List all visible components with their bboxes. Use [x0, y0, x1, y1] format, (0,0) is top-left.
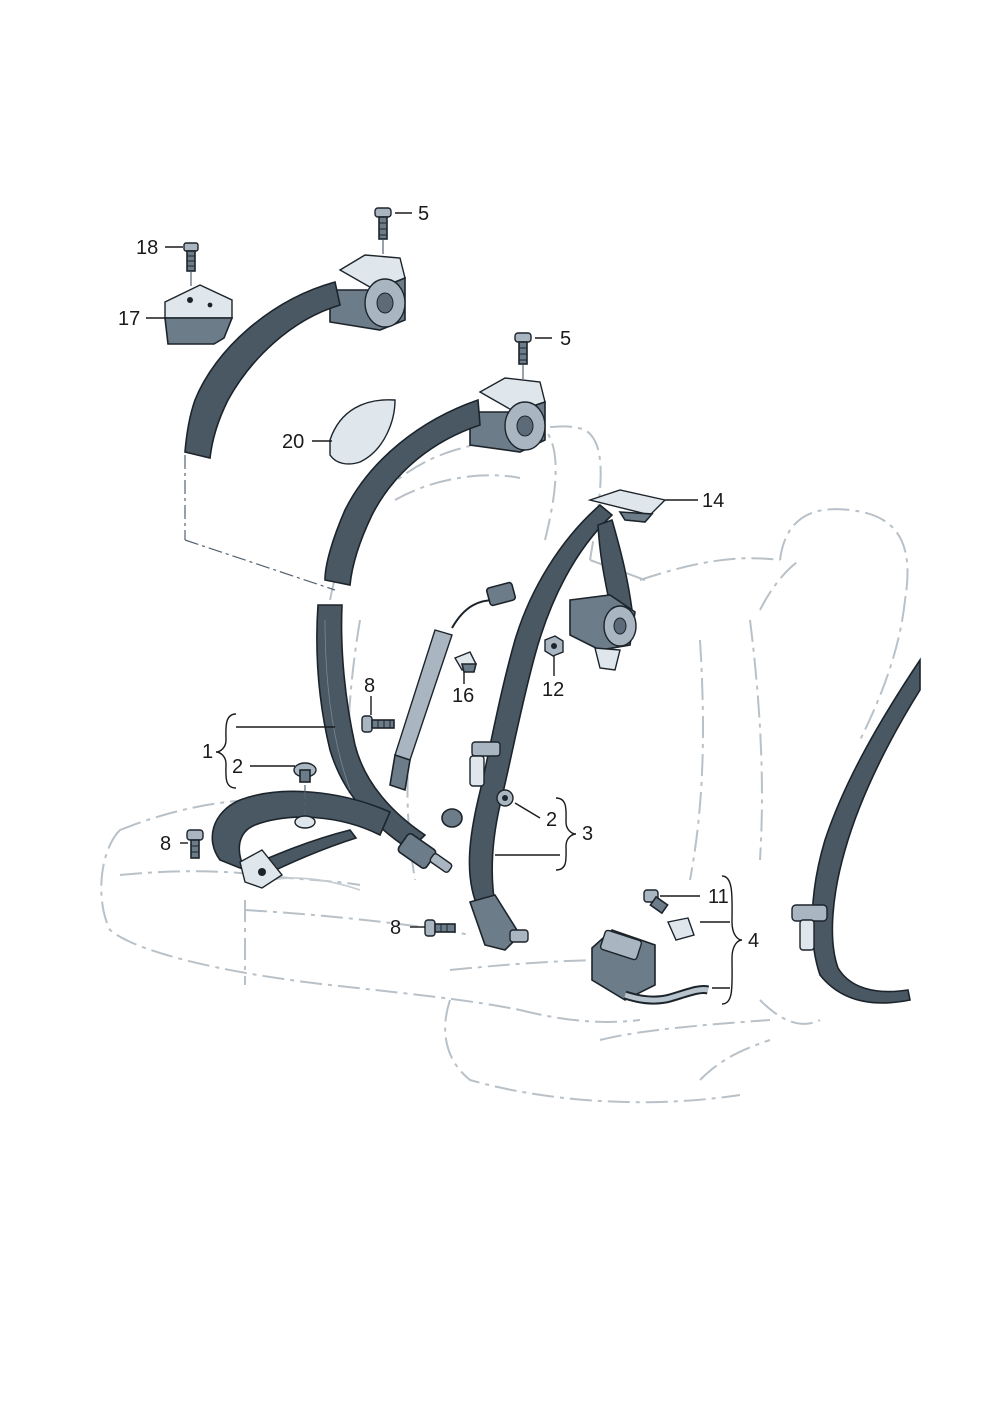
leader-lines: [146, 212, 743, 1005]
callout-16: 16: [452, 685, 474, 707]
retractor-upper-left: [329, 254, 406, 331]
belt-webbing-middle-upper: [324, 398, 481, 586]
callout-4: 4: [748, 930, 759, 952]
callout-11: 11: [708, 886, 729, 908]
bolt-18: [183, 242, 199, 300]
callout-18: 18: [136, 237, 158, 259]
bolt-8-lower: [424, 919, 456, 937]
bolt-5-upper: [374, 207, 392, 258]
bracket-17: [164, 284, 234, 345]
nut-12: [544, 635, 564, 657]
buckle-anchor-centre: [468, 894, 529, 951]
callout-20: 20: [282, 431, 304, 453]
bolt-11: [643, 889, 669, 915]
callout-5-middle: 5: [560, 328, 571, 350]
callout-8-left: 8: [160, 833, 171, 855]
belt-webbing-upper-left: [184, 281, 341, 459]
callout-1: 1: [202, 741, 213, 763]
anchor-plate-1: [239, 849, 284, 889]
trim-cover-20: [329, 399, 396, 465]
grommet-2-right: [441, 789, 514, 828]
clip-16: [453, 651, 478, 673]
bolt-5-middle: [514, 332, 532, 380]
bolt-8-upper: [361, 715, 395, 733]
callout-2-right: 2: [546, 809, 557, 831]
grommet-2-left: [293, 762, 317, 829]
belt-webbing-right: [811, 657, 921, 1004]
cover-14: [587, 489, 667, 523]
callout-14: 14: [702, 490, 724, 512]
callout-3: 3: [582, 823, 593, 845]
belt-guide-centre: [469, 741, 501, 787]
callout-17: 17: [118, 308, 140, 330]
retractor-centre: [569, 594, 637, 671]
callout-2-left: 2: [232, 756, 243, 778]
callout-5-upper: 5: [418, 203, 429, 225]
belt-guide-right: [791, 904, 828, 951]
callout-12: 12: [542, 679, 564, 701]
callout-labels: 18 17 5 5 20 14 8 16 12 1 2 8 2 3 8 11 4: [118, 203, 759, 952]
clip-4: [667, 917, 695, 941]
callout-8-lower: 8: [390, 917, 401, 939]
belt-tensioner: [389, 581, 517, 792]
buckle-tongue-1: [397, 833, 453, 873]
belt-webbing-centre-3: [468, 503, 614, 907]
callout-8-upper: 8: [364, 675, 375, 697]
buckle-4: [591, 929, 710, 1005]
retractor-middle: [469, 377, 546, 453]
bolt-8-left: [186, 829, 204, 859]
